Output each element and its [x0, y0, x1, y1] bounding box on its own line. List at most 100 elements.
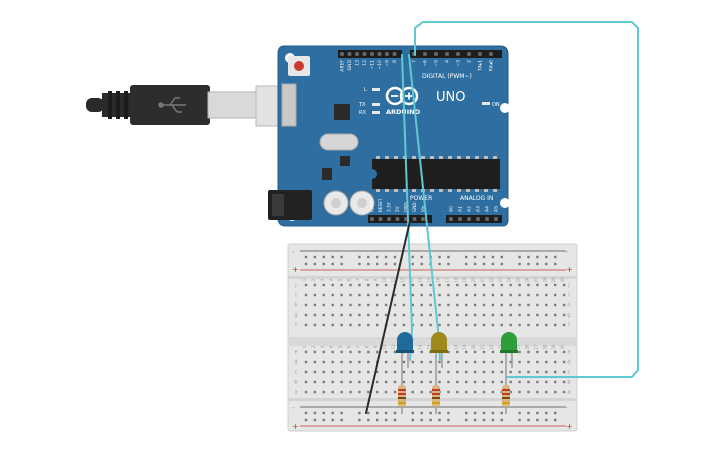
power-pin-hole[interactable] [387, 217, 391, 221]
digital-pin-hole[interactable] [456, 52, 460, 56]
digital-pin-hole[interactable] [445, 52, 449, 56]
yellow-led[interactable] [430, 332, 448, 377]
resistor-3[interactable] [502, 377, 510, 414]
breadboard-column-label: 9 [373, 278, 378, 281]
breadboard-column-label: 1 [302, 278, 307, 281]
wire-gnd-to-breadboard[interactable] [365, 220, 411, 414]
rail-plus-label-right: + [566, 265, 573, 274]
digital-header-label: DIGITAL (PWM~) [422, 73, 472, 80]
breadboard-row-label: e [567, 350, 570, 356]
power-pin-hole[interactable] [378, 217, 383, 221]
breadboard-column-label: 19 [462, 277, 467, 283]
rail-minus-label: - [292, 247, 295, 256]
blue-led[interactable] [396, 332, 414, 377]
digital-pin-hole[interactable] [489, 52, 493, 56]
rail-minus-label-right: - [566, 247, 569, 256]
breadboard-column-label: 8 [364, 278, 369, 281]
breadboard-column-label: 27 [533, 344, 538, 350]
breadboard-column-label: 24 [507, 277, 512, 283]
breadboard-column-label: 6 [347, 345, 352, 348]
digital-pin-label: TX▸1 [478, 60, 484, 72]
digital-pin-hole[interactable] [467, 52, 471, 56]
breadboard-row-label: h [294, 303, 297, 309]
digital-pin-hole[interactable] [347, 52, 352, 56]
breadboard-row-label: j [567, 283, 569, 289]
digital-pin-hole[interactable] [392, 52, 397, 56]
digital-pin-hole[interactable] [478, 52, 482, 56]
breadboard-column-label: 22 [489, 344, 494, 350]
usb-cable[interactable] [86, 85, 295, 127]
analog-pin-hole[interactable] [449, 217, 453, 221]
analog-pin-hole[interactable] [458, 217, 462, 221]
analog-pin-label: A1 [458, 206, 464, 212]
power-jack [268, 190, 312, 220]
power-pin-hole[interactable] [370, 217, 374, 221]
rail-plus-label-bottom-right: + [566, 422, 573, 431]
digital-pin-hole[interactable] [355, 52, 359, 56]
analog-pin-label: A3 [476, 206, 482, 212]
breadboard-column-label: 26 [525, 277, 530, 283]
breadboard-row-label: e [294, 350, 297, 356]
breadboard-column-label: 25 [516, 277, 521, 283]
breadboard-column-label: 13 [409, 277, 414, 283]
digital-pin-label: ~3 [456, 60, 462, 67]
power-pin-label: 3.3V [387, 202, 392, 212]
green-led[interactable] [500, 332, 518, 377]
breadboard-row-label: j [294, 283, 296, 289]
breadboard-row-label: f [568, 323, 570, 329]
breadboard-row-label: b [567, 380, 570, 386]
breadboard-column-label: 18 [453, 277, 458, 283]
breadboard-column-label: 16 [436, 277, 441, 283]
led-label-tx: TX [358, 102, 366, 108]
digital-pin-label: ~11 [370, 60, 376, 70]
power-pin-hole[interactable] [404, 217, 408, 221]
breadboard-column-label: 2 [311, 345, 316, 348]
resistor-2[interactable] [432, 377, 440, 414]
power-pin-hole[interactable] [412, 217, 417, 221]
status-leds: L TX RX ON [358, 87, 500, 116]
power-pin-hole[interactable] [421, 217, 425, 221]
wire-pin8-to-ground-rail-right[interactable] [414, 21, 639, 378]
digital-pin-hole[interactable] [340, 52, 344, 56]
power-pin-hole[interactable] [395, 217, 400, 221]
breadboard-column-label: 21 [480, 277, 485, 283]
breadboard-row-label: g [294, 313, 297, 319]
analog-pin-label: A0 [449, 206, 455, 212]
digital-pin-hole[interactable] [377, 52, 382, 56]
rail-minus-label-bottom: - [292, 403, 295, 412]
breadboard-column-label: 23 [498, 344, 503, 350]
resistor-1[interactable] [398, 377, 406, 414]
digital-pin-hole[interactable] [385, 52, 389, 56]
breadboard-column-label: 30 [560, 277, 565, 283]
power-pin-label: GND [412, 202, 417, 212]
breadboard-column-label: 4 [329, 345, 334, 348]
analog-pin-hole[interactable] [485, 217, 489, 221]
led-label-rx: RX [359, 110, 366, 116]
capacitor-right [349, 190, 375, 216]
analog-pin-hole[interactable] [494, 217, 498, 221]
digital-pin-hole[interactable] [362, 52, 367, 56]
breadboard-column-label: 11 [391, 277, 396, 283]
digital-pin-hole[interactable] [423, 52, 427, 56]
power-pin-label: GND [404, 202, 409, 212]
analog-pin-hole[interactable] [476, 217, 480, 221]
reset-button[interactable] [288, 56, 310, 76]
arduino-uno-board[interactable]: L TX RX ON ARDUINO UNO AREF [268, 45, 510, 227]
breadboard-row-label: d [567, 360, 570, 366]
digital-pin-hole[interactable] [434, 52, 438, 56]
analog-pin-hole[interactable] [467, 217, 471, 221]
breadboard-row-label: c [295, 370, 298, 376]
breadboard-column-label: 14 [418, 277, 423, 283]
breadboard-column-label: 1 [302, 345, 307, 348]
breadboard-column-label: 9 [373, 345, 378, 348]
digital-pin-label: 13 [355, 60, 361, 66]
power-pin-label: 5V [395, 206, 400, 212]
model-label: UNO [436, 90, 465, 105]
breadboard-column-label: 2 [311, 278, 316, 281]
digital-pin-label: ~5 [434, 60, 440, 67]
digital-pin-hole[interactable] [370, 52, 374, 56]
